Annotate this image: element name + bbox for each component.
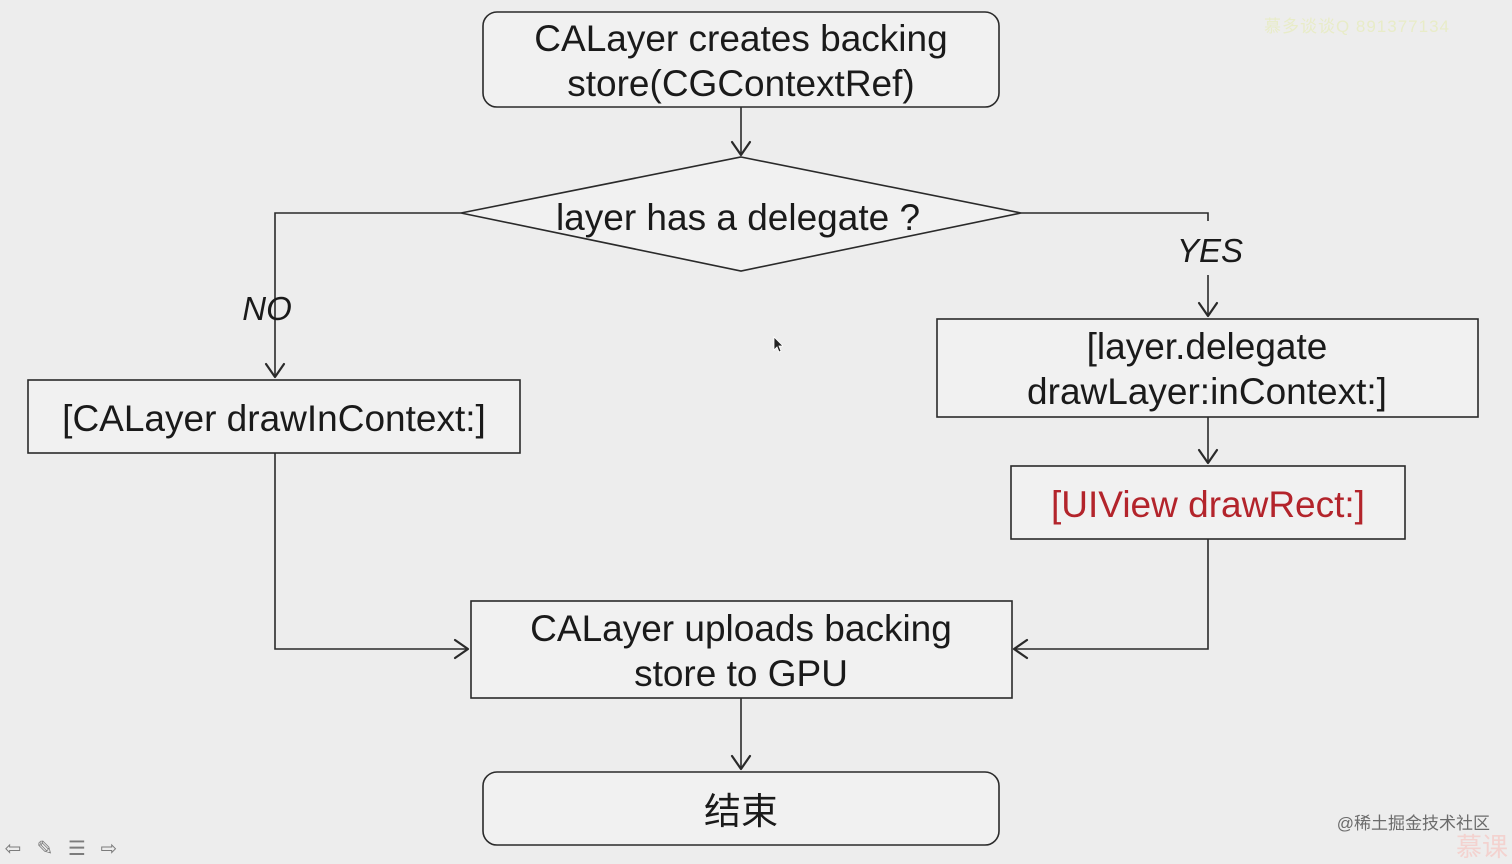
forward-arrow-icon[interactable]: ⇨ bbox=[100, 836, 118, 860]
draw-in-context-label: [CALayer drawInContext:] bbox=[62, 398, 486, 439]
upload-node: CALayer uploads backing store to GPU bbox=[470, 600, 1013, 699]
watermark-top: 慕多谈谈Q 891377134 bbox=[1263, 17, 1450, 36]
menu-icon[interactable]: ☰ bbox=[68, 836, 86, 860]
edges bbox=[264, 107, 1219, 771]
back-arrow-icon[interactable]: ⇦ bbox=[4, 836, 22, 860]
delegate-draw-layer-node: [layer.delegate drawLayer:inContext:] bbox=[936, 318, 1479, 418]
uiview-draw-rect-label: [UIView drawRect:] bbox=[1051, 484, 1365, 525]
edge-uiview-to-upload bbox=[1014, 539, 1209, 650]
upload-node-line-1: CALayer uploads backing bbox=[530, 608, 952, 649]
brand-logo: 慕课 bbox=[1455, 833, 1508, 863]
pen-icon[interactable]: ✎ bbox=[36, 836, 54, 860]
edge-label-no: NO bbox=[242, 290, 292, 327]
edge-no-to-upload bbox=[274, 453, 468, 650]
arrowhead bbox=[264, 362, 286, 379]
arrowhead bbox=[1197, 448, 1219, 465]
delegate-draw-layer-line-2: drawLayer:inContext:] bbox=[1027, 371, 1387, 412]
arrowhead bbox=[453, 638, 470, 660]
decision-node: layer has a delegate ? bbox=[460, 156, 1022, 272]
decision-node-label: layer has a delegate ? bbox=[556, 197, 920, 238]
edge-decision-to-no bbox=[274, 212, 461, 377]
edge-label-yes: YES bbox=[1177, 232, 1243, 269]
draw-in-context-node: [CALayer drawInContext:] bbox=[27, 379, 521, 454]
end-node-label: 结束 bbox=[704, 791, 778, 832]
upload-node-line-2: store to GPU bbox=[634, 653, 848, 694]
slide-toolbar: ⇦ ✎ ☰ ⇨ bbox=[0, 836, 122, 858]
arrowhead bbox=[1012, 638, 1029, 660]
uiview-draw-rect-node: [UIView drawRect:] bbox=[1010, 465, 1406, 540]
delegate-draw-layer-line-1: [layer.delegate bbox=[1087, 326, 1328, 367]
mouse-pointer-icon bbox=[773, 336, 783, 353]
edge-decision-to-yes bbox=[1021, 212, 1209, 221]
watermark-bottom: @稀土掘金技术社区 bbox=[1336, 814, 1490, 833]
start-node-line-1: CALayer creates backing bbox=[534, 18, 947, 59]
arrowhead bbox=[730, 754, 752, 771]
arrowhead bbox=[730, 140, 752, 157]
start-node: CALayer creates backing store(CGContextR… bbox=[482, 11, 1000, 108]
start-node-line-2: store(CGContextRef) bbox=[567, 63, 915, 104]
end-node: 结束 bbox=[482, 771, 1000, 846]
arrowhead bbox=[1197, 301, 1219, 318]
